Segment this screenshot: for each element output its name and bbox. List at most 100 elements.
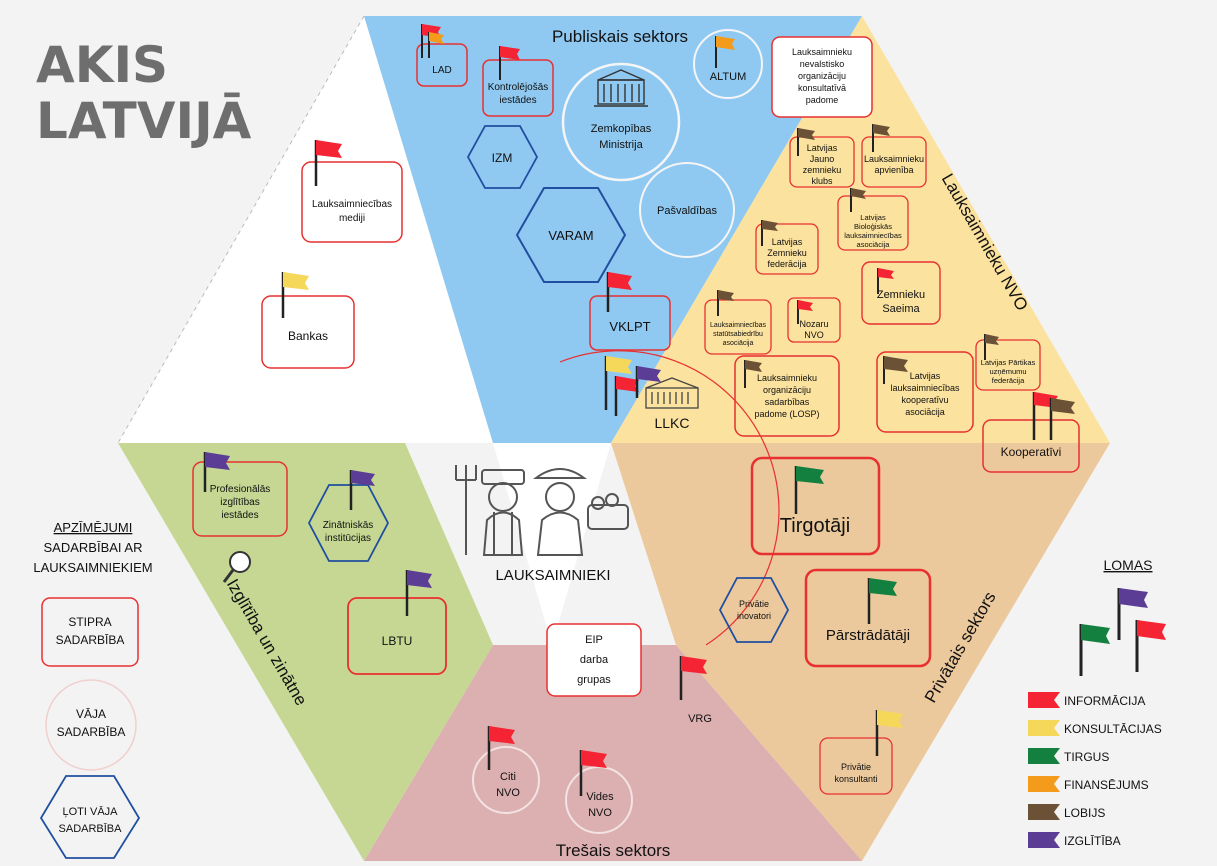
legend-weak-line-1: VĀJA (76, 707, 106, 721)
node-lbio (837, 195, 909, 251)
node-nozaru-line-2: NVO (804, 330, 824, 340)
roles-flags-icon (1079, 588, 1166, 676)
flag-market-icon (794, 466, 824, 514)
legend-heading-line-1: APZĪMĒJUMI (54, 520, 133, 535)
node-losp-line-4: padome (LOSP) (754, 409, 819, 419)
role-swatch (1028, 720, 1060, 736)
sector-white-center (493, 443, 611, 645)
role-label: TIRGUS (1064, 750, 1109, 764)
flag-education-icon (635, 366, 661, 398)
node-lpuf-line-2: uzņēmumu (989, 367, 1026, 376)
node-lzf (755, 223, 819, 275)
node-medij-line-2: mediji (339, 213, 365, 224)
title-line-1: AKIS (36, 36, 168, 94)
legend-weak-line-2: SADARBĪBA (57, 725, 126, 739)
flag-lobby-icon (883, 356, 908, 384)
node-lapv-line-2: apvienība (874, 165, 913, 175)
role-label: INFORMĀCIJA (1064, 694, 1145, 708)
node-citi-line-1: Citi (500, 771, 516, 783)
node-prof-line-2: izglītības (220, 497, 259, 508)
legend-veryweak-line-1: ĻOTI VĀJA (62, 806, 118, 818)
flag-education-icon (405, 570, 432, 616)
role-item: TIRGUS (1028, 748, 1109, 764)
legend: APZĪMĒJUMI SADARBĪBAI AR LAUKSAIMNIEKIEM… (33, 520, 153, 859)
legend-heading-line-2: SADARBĪBAI AR (44, 540, 143, 555)
node-zm-line-2: Ministrija (599, 139, 643, 151)
flag-info-icon (797, 300, 813, 324)
node-izm-label: IZM (492, 151, 513, 165)
node-lsab-line-1: Lauksaimniecības (710, 322, 767, 329)
legend-strong-line-1: STIPRA (68, 615, 111, 629)
node-pasv (639, 162, 735, 258)
node-padome-line-1: Lauksaimnieku (792, 47, 852, 57)
node-tirg (750, 456, 881, 556)
flag-lobby-icon (744, 360, 762, 388)
node-lbtu (347, 597, 447, 675)
role-label: IZGLĪTĪBA (1064, 834, 1121, 848)
flag-info-icon (314, 140, 342, 186)
legend-heading-line-3: LAUKSAIMNIEKIEM (33, 560, 152, 575)
sector-label-public: Publiskais sektors (552, 27, 688, 46)
node-losp-line-1: Lauksaimnieku (757, 373, 817, 383)
node-medij-line-1: Lauksaimniecības (312, 199, 392, 210)
role-item: LOBIJS (1028, 804, 1105, 820)
role-swatch (1028, 804, 1060, 820)
flag-info-icon (877, 268, 894, 294)
roles-list: INFORMĀCIJA KONSULTĀCIJAS TIRGUS FINANSĒJUM… (1028, 692, 1162, 848)
node-lapv-line-1: Lauksaimnieku (864, 154, 924, 164)
roles-legend: LOMAS INFORMĀCIJAKONSULTĀCIJASTIRGUSFINA… (1028, 557, 1166, 848)
node-padome-line-3: organizāciju (798, 71, 846, 81)
llkc-building-icon (645, 377, 699, 409)
flag-info-icon (606, 272, 632, 312)
node-zm (561, 62, 681, 182)
role-swatch (1028, 776, 1060, 792)
node-nozaru-line-1: Nozaru (799, 319, 828, 329)
role-swatch (1028, 832, 1060, 848)
flag-education-icon (203, 452, 230, 492)
node-ljz (789, 136, 855, 188)
node-lsab-line-3: asociācija (723, 340, 754, 347)
node-padome-line-4: konsultatīvā (798, 83, 846, 93)
role-swatch (1028, 692, 1060, 708)
magnifier-icon (222, 551, 251, 583)
node-prof-line-3: iestādes (221, 510, 258, 521)
node-padome-line-2: nevalstisko (800, 59, 845, 69)
sector-white-left (118, 16, 493, 443)
node-losp-line-3: sadarbības (765, 397, 810, 407)
node-zm-line-1: Zemkopības (591, 123, 652, 135)
sector-label-third: Trešais sektors (556, 841, 671, 860)
farmers-illustration (455, 465, 629, 556)
node-lpuf-line-3: federācija (992, 376, 1025, 385)
node-bankas (261, 295, 355, 369)
node-lapv (861, 136, 927, 188)
role-item: FINANSĒJUMS (1028, 776, 1149, 792)
node-lzf-line-2: Zemnieku (767, 248, 807, 258)
node-lbio-line-4: asociācija (857, 240, 891, 249)
role-label: KONSULTĀCIJAS (1064, 722, 1162, 736)
node-prof-line-1: Profesionālās (210, 484, 271, 495)
node-kontrol (482, 59, 554, 117)
node-privkons (819, 737, 893, 795)
node-lbio-line-1: Latvijas (860, 213, 886, 222)
node-vrg-label: VRG (688, 713, 712, 725)
flag-consult-icon (604, 356, 632, 410)
legend-veryweak-hexagon (39, 775, 141, 859)
node-lbtu-label: LBTU (382, 634, 413, 648)
node-zs (861, 261, 941, 325)
node-vklpt (589, 295, 671, 351)
node-zs-line-1: Zemnieku (877, 289, 925, 301)
node-lbio-line-2: Bioloģiskās (854, 222, 892, 231)
node-varam-label: VARAM (548, 228, 593, 243)
sector-public (364, 16, 862, 443)
role-item: INFORMĀCIJA (1028, 692, 1145, 708)
flag-market-icon (867, 578, 897, 624)
flag-lobby-icon (984, 334, 999, 360)
node-llka (876, 351, 974, 433)
flag-lobby-icon (872, 124, 890, 152)
node-altum-label: ALTUM (710, 71, 746, 83)
role-item: IZGLĪTĪBA (1028, 832, 1121, 848)
node-privinov-line-1: Privātie (739, 599, 769, 609)
flag-info-icon (614, 376, 639, 416)
node-losp-line-2: organizāciju (763, 385, 811, 395)
flag-info-icon (679, 656, 707, 700)
